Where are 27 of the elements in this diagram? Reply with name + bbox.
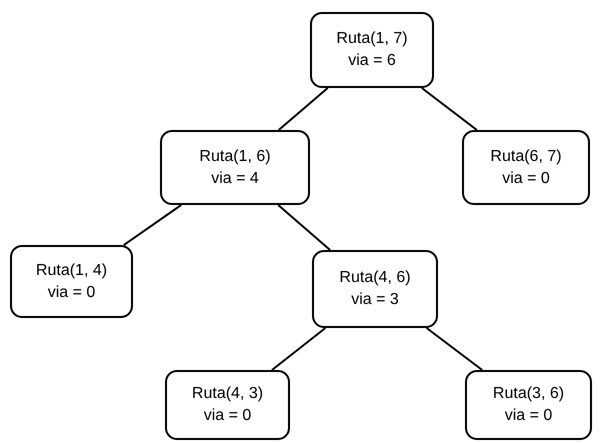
connector-line [123, 204, 182, 246]
node-box [165, 370, 290, 440]
node-text: Ruta(3, 6) [492, 384, 564, 404]
node-text: Ruta(1, 7) [336, 29, 408, 49]
node-text: Ruta(4, 6) [339, 268, 411, 288]
node-text: Ruta(1, 4) [36, 260, 108, 280]
connector-line [271, 327, 326, 371]
connector-line [426, 327, 483, 371]
node-box [465, 370, 592, 440]
node-text: Ruta(1, 6) [199, 146, 271, 166]
node-text: via = 4 [211, 168, 259, 188]
connector-line [421, 87, 478, 131]
connector-line [278, 87, 328, 131]
node-box [160, 130, 310, 205]
connector-line [278, 204, 331, 251]
node-text: via = 0 [204, 406, 252, 426]
node-text: via = 6 [348, 51, 396, 71]
node-box [310, 12, 434, 88]
node-text: via = 3 [351, 290, 399, 310]
node-text: via = 0 [502, 168, 550, 188]
node-text: via = 0 [504, 406, 552, 426]
node-text: Ruta(4, 3) [192, 384, 264, 404]
node-text: Ruta(6, 7) [490, 146, 562, 166]
node-text: via = 0 [48, 282, 96, 302]
node-box [462, 130, 590, 205]
node-box [312, 250, 438, 328]
node-box [10, 245, 133, 318]
